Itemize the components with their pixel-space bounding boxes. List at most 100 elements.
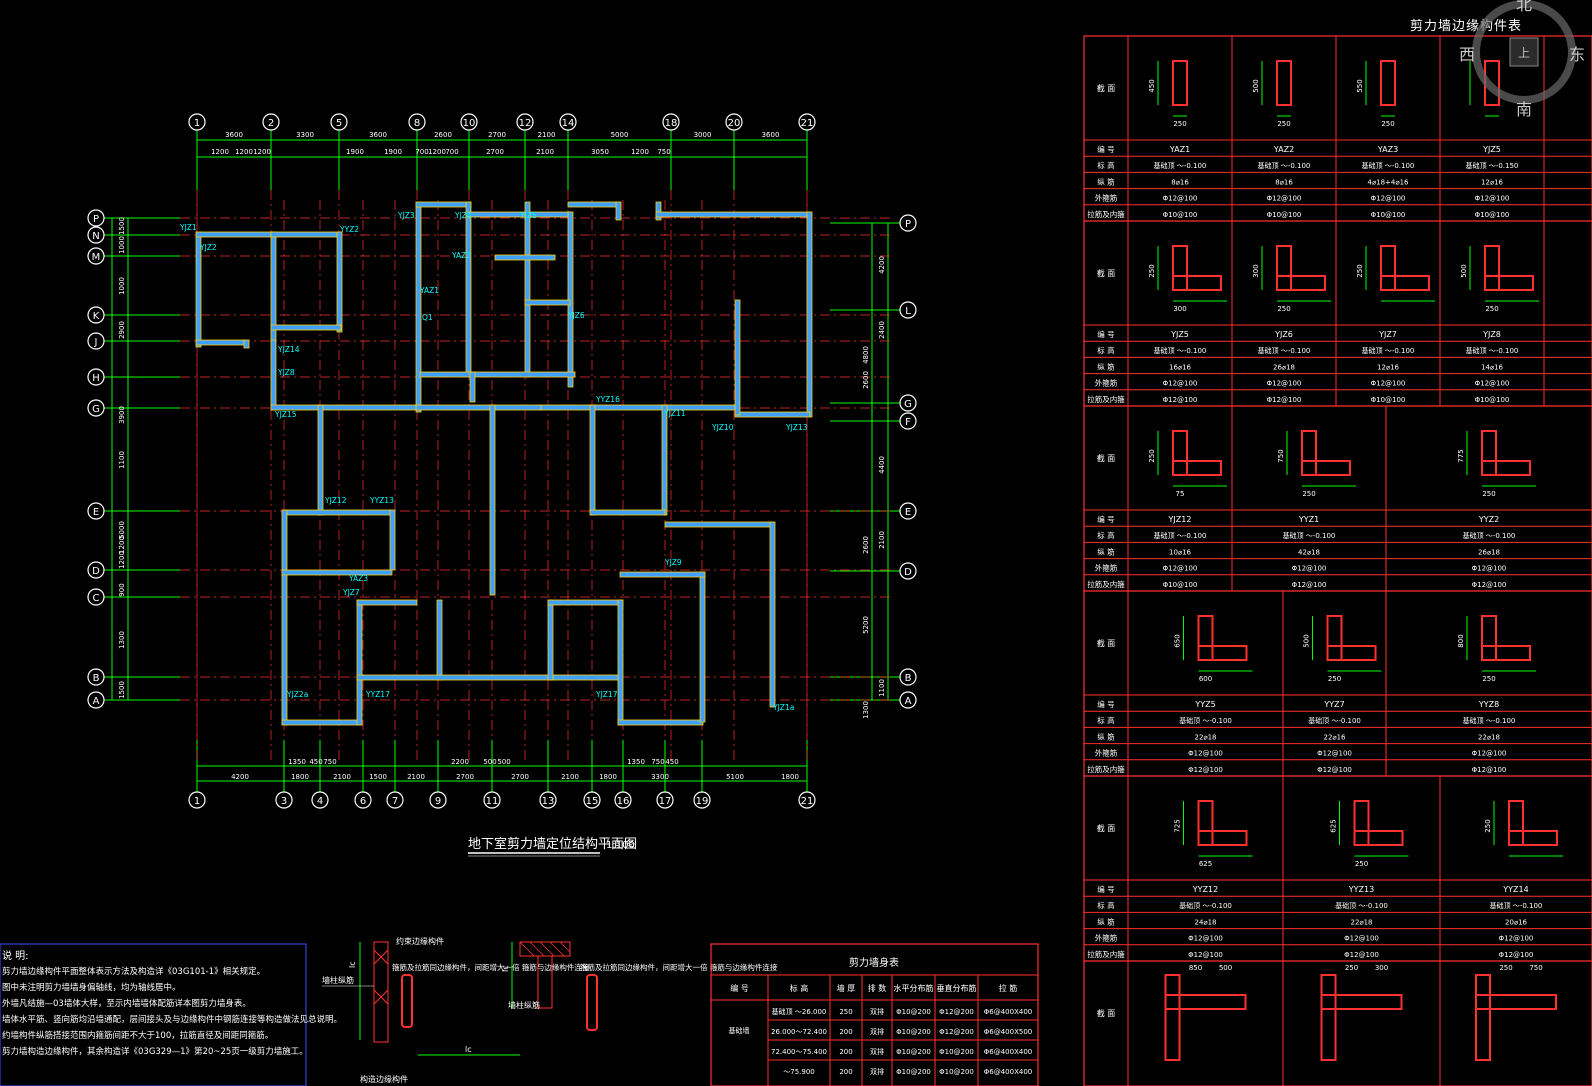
shear-wall [243, 339, 250, 349]
section-dim: 250 [1482, 490, 1495, 498]
viewcube-face[interactable] [1509, 37, 1539, 67]
member-outer-hoop: Φ12@100 [1371, 380, 1406, 388]
member-row-label: 截 面 [1097, 453, 1116, 463]
member-elev: 基础顶 ～-0.100 [1154, 346, 1207, 355]
top-dim-row1: 2100 [538, 131, 556, 139]
axis-bubble-top [188, 113, 206, 131]
member-outer-hoop: Φ12@100 [1188, 935, 1223, 943]
top-dim-row2: 700 [445, 148, 458, 156]
section-dim: 250 [1485, 305, 1498, 313]
member-row-label: 编 号 [1097, 699, 1114, 709]
axis-label-right: L [905, 306, 911, 317]
axis-label-left: J [94, 337, 98, 348]
member-row-label: 纵 筋 [1097, 361, 1115, 371]
section-sketch-flange [1197, 830, 1248, 846]
wall-table-title: 剪力墙身表 [849, 956, 899, 969]
shear-wall [664, 521, 774, 528]
shear-wall [281, 719, 363, 726]
axis-label-top: 21 [801, 118, 814, 129]
top-dim-row1: 3600 [762, 131, 780, 139]
shear-wall [281, 569, 393, 576]
section-dim: 250 [1356, 264, 1364, 277]
wall-table-header: 垂直分布筋 [937, 983, 977, 993]
axis-bubble-bottom [539, 791, 557, 809]
note-line: 剪力墙构造边缘构件，其余构造详《03G329—1》第20~25页一级剪力墙施工。 [2, 1046, 308, 1057]
member-elev: 基础顶 ～-0.100 [1463, 531, 1516, 540]
axis-bubble-right [899, 691, 917, 709]
axis-label-left: M [92, 252, 101, 263]
member-inner-tie: Φ12@100 [1188, 766, 1223, 774]
member-long-bar: 42⌀18 [1298, 548, 1320, 556]
right-dim: 1300 [862, 701, 870, 719]
section-dim: 250 [1302, 490, 1315, 498]
shear-wall [415, 201, 422, 413]
member-row-label: 截 面 [1097, 638, 1116, 648]
compass-east[interactable]: 东 [1569, 45, 1585, 64]
shear-wall [699, 571, 706, 723]
axis-bubble-bottom [614, 791, 632, 809]
bottom-dim-row2: 450 [309, 758, 322, 766]
axis-bubble-bottom [483, 791, 501, 809]
shear-wall [415, 404, 542, 411]
wall-table-group: 基础墙 [729, 1026, 750, 1035]
left-detail-title: 约束边缘构件 [396, 936, 444, 946]
left-dim: 1000 [118, 277, 126, 295]
axis-label-bottom: 21 [801, 796, 814, 807]
edge-member-details: lc 约束边缘构件 墙柱纵筋 箍筋及拉筋同边缘构件，间距增大一倍 箍筋与边缘构件… [322, 936, 778, 1084]
left-dim: 1500 [118, 681, 126, 699]
shear-wall [469, 371, 476, 403]
wall-table-header: 标 高 [790, 983, 809, 993]
wall-body-table: 剪力墙身表编 号标 高墙 厚排 数水平分布筋垂直分布筋拉 筋基础墙基础顶 ～26… [710, 943, 1039, 1086]
shear-wall [465, 201, 472, 373]
member-row-label: 拉筋及内箍 [1087, 579, 1125, 589]
tee-edge-detail: lc 墙柱纵筋 箍筋及拉筋同边缘构件，间距增大一倍 箍筋与边缘构件连接 [501, 941, 778, 1031]
member-inner-tie: Φ10@100 [1475, 396, 1510, 404]
shear-wall [589, 404, 596, 516]
axis-label-right: P [905, 219, 911, 230]
section-dim: 800 [1457, 634, 1465, 647]
compass-west[interactable]: 西 [1459, 45, 1475, 64]
member-long-bar: 26⌀18 [1273, 363, 1295, 371]
member-inner-tie: Φ12@100 [1188, 951, 1223, 959]
top-dim-row2: 1200 [235, 148, 253, 156]
shear-wall [547, 599, 624, 606]
axis-label-bottom: 17 [659, 796, 672, 807]
member-row-label: 截 面 [1097, 1008, 1116, 1018]
axis-bubble-bottom [798, 791, 816, 809]
right-dim: 2600 [862, 371, 870, 389]
axis-bubble-bottom [656, 791, 674, 809]
axis-label-right: B [905, 673, 912, 684]
section-dim: 625 [1199, 860, 1212, 868]
member-outer-hoop: Φ12@100 [1317, 750, 1352, 758]
axis-label-left: B [93, 673, 100, 684]
member-long-bar: 16⌀16 [1169, 363, 1192, 371]
member-elev: 基础顶 ～-0.100 [1154, 161, 1207, 170]
member-long-bar: 20⌀16 [1505, 918, 1528, 926]
shear-wall [195, 231, 277, 238]
section-dim: 500 [1303, 634, 1311, 647]
axis-bubble-right [899, 562, 917, 580]
axis-label-top: 18 [665, 118, 678, 129]
right-dim: 4800 [862, 346, 870, 364]
right-dim: 5200 [862, 616, 870, 634]
wall-label: YJZ10 [711, 423, 734, 432]
section-dim: 300 [1375, 964, 1388, 972]
member-row-label: 外箍筋 [1095, 193, 1118, 203]
shear-wall [465, 211, 572, 218]
note-line: 约墙构件纵筋搭接范围内箍筋间距不大于100，拉筋直径及间距同箍筋。 [2, 1030, 273, 1041]
member-id: YJZ12 [1168, 515, 1192, 524]
compass-ring[interactable] [1472, 0, 1576, 104]
member-row-label: 拉筋及内箍 [1087, 764, 1125, 774]
top-dim-row1: 2700 [488, 131, 506, 139]
axis-label-bottom: 6 [360, 796, 366, 807]
member-long-bar: 12⌀16 [1481, 178, 1504, 186]
member-elev: 基础顶 ～-0.100 [1283, 531, 1336, 540]
axis-bubble-right [899, 412, 917, 430]
axis-label-bottom: 9 [435, 796, 441, 807]
compass-north[interactable]: 北 [1516, 0, 1532, 14]
compass-south[interactable]: 南 [1516, 100, 1532, 119]
axis-label-left: P [93, 214, 99, 225]
viewcube-compass[interactable]: 上 北 西 东 南 [1444, 0, 1585, 120]
wall-label: YJZ2 [199, 243, 217, 252]
